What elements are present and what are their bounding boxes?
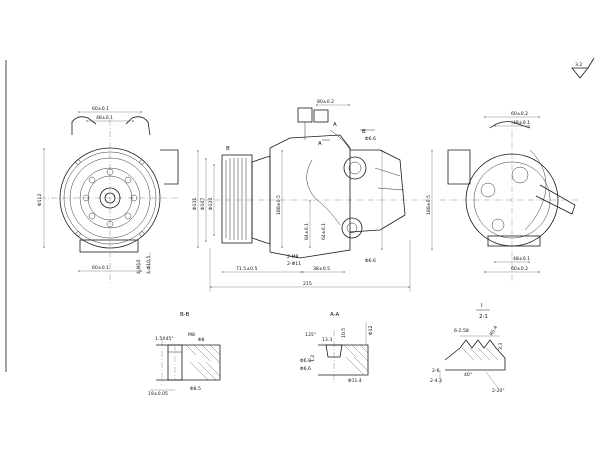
detail-bb-hole: Φ8 — [198, 337, 205, 343]
side-dim-rear-height: 188±0.5 — [426, 195, 432, 215]
side-view: 80±0.2 A A Φ6.6 B Φ131 Φ107 Φ120 188±0.5… — [192, 99, 433, 292]
detail-aa-dim-133: 13.3 — [322, 337, 332, 343]
side-dim-height: 188±0.5 — [276, 195, 282, 215]
detail-aa-dim-10: 10.5 — [341, 328, 347, 338]
detail-i-title: I — [481, 303, 483, 309]
front-view: 60±0.1 48±0.1 60±0.1 4-M10 4-Φ10.5 Φ112 — [37, 106, 179, 285]
detail-i-flank-angle: 2-20° — [492, 388, 505, 394]
section-b-mark: B — [362, 129, 366, 135]
back-dim-top-inner: 48±0.1 — [513, 120, 530, 126]
front-dim-bottom: 60±0.1 — [92, 265, 109, 271]
side-dim-spacing: 38±0.5 — [313, 266, 330, 272]
side-dim-overall-length: 215 — [303, 281, 312, 287]
front-dim-hole: 4-Φ10.5 — [146, 255, 152, 274]
detail-i-pitch: 2-6 — [432, 368, 440, 374]
back-dim-bottom-inner: 48±0.1 — [513, 256, 530, 262]
side-dim-holes: 2-Φ11 — [287, 261, 301, 267]
detail-view-i: I 2:1 6-2.58 3.3 R0.4 40° 2-6 2-4.3 2-20… — [430, 303, 506, 394]
front-dim-inner-width: 48±0.1 — [96, 115, 113, 121]
detail-bb-chamfer: 1.5X45° — [155, 336, 174, 342]
section-b-mark-left: B — [226, 146, 230, 152]
side-dim-hub-dia: Φ120 — [208, 198, 214, 210]
side-dim-thread: 2-M8 — [287, 254, 299, 260]
side-dim-mount-64: 64±0.1 — [321, 223, 327, 240]
detail-i-teeth: 6-2.58 — [454, 328, 469, 334]
side-dim-hole-bottom: Φ6.6 — [365, 258, 376, 264]
front-dim-width: 60±0.1 — [92, 106, 109, 112]
detail-bb-thread: M8 — [188, 332, 195, 338]
surface-roughness-value: 3.2 — [575, 62, 582, 68]
detail-i-depth: 2-4.3 — [430, 378, 442, 384]
detail-aa-dia-114: Φ11.4 — [348, 378, 362, 384]
side-dim-top: 80±0.2 — [317, 99, 334, 105]
front-dim-thread: 4-M10 — [136, 260, 142, 274]
detail-section-bb: B-B 1.5X45° M8 Φ8 19±0.05 Φ8.5 — [148, 312, 221, 397]
detail-section-aa: A-A 135° 10.5 Φ6.8 13.3 1.2 Φ6.6 Φ11.4 Φ… — [300, 312, 374, 385]
side-dim-inner-dia: Φ107 — [200, 198, 206, 210]
side-dim-offset: 71.5±0.5 — [236, 266, 257, 272]
detail-aa-dim-12: 1.2 — [310, 355, 316, 362]
detail-i-radius: R0.4 — [489, 325, 499, 337]
detail-i-height: 3.3 — [498, 343, 504, 350]
detail-aa-dia-12: Φ12 — [368, 325, 374, 335]
detail-aa-dia-68: Φ6.8 — [300, 358, 311, 364]
side-dim-mount-84: 84±0.1 — [304, 223, 310, 240]
detail-aa-dia-66: Φ6.6 — [300, 366, 311, 372]
detail-bb-counterbore: Φ8.5 — [190, 386, 201, 392]
surface-roughness-symbol: 3.2 — [571, 57, 595, 79]
section-a-mark-top: A — [333, 122, 337, 128]
back-view: 60±0.2 48±0.1 48±0.1 60±0.2 — [440, 111, 580, 285]
back-dim-bottom-width: 60±0.2 — [511, 266, 528, 272]
side-dim-hole-top: Φ6.6 — [365, 136, 376, 142]
detail-i-scale: 2:1 — [479, 314, 488, 320]
front-dim-diameter: Φ112 — [37, 194, 43, 206]
back-dim-top-width: 60±0.2 — [511, 111, 528, 117]
side-dim-pulley-dia: Φ131 — [192, 198, 198, 210]
detail-aa-angle: 135° — [305, 332, 316, 338]
detail-i-angle: 40° — [464, 372, 472, 378]
detail-aa-title: A-A — [330, 312, 340, 318]
detail-bb-title: B-B — [180, 312, 190, 318]
section-a-mark-left: A — [318, 141, 322, 147]
detail-bb-depth: 19±0.05 — [148, 391, 168, 397]
